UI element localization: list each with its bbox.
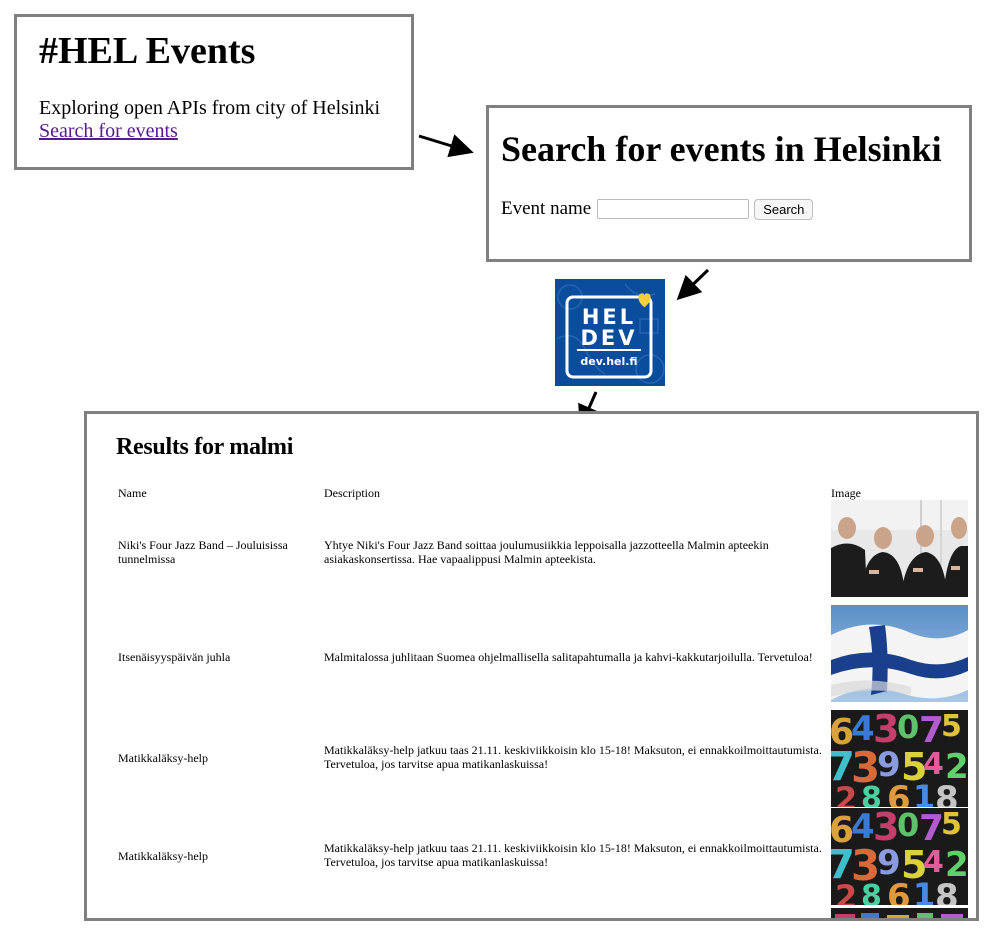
event-name: Matikkaläksy-help (118, 751, 208, 765)
svg-text:5: 5 (941, 710, 962, 744)
event-image-colorful-numbers-photo: 6 4 3 0 7 5 7 3 9 5 4 2 2 8 6 1 8 (831, 808, 968, 905)
results-page-panel: Results for malmi Name Description Image… (84, 411, 979, 921)
arrow-search-to-api (676, 268, 710, 301)
logo-text-hel: HEL (582, 305, 636, 329)
svg-text:2: 2 (835, 780, 857, 807)
search-button[interactable]: Search (754, 198, 814, 220)
event-name-label: Event name (501, 198, 592, 219)
svg-text:9: 9 (877, 843, 901, 883)
svg-text:3: 3 (851, 841, 880, 890)
svg-text:4: 4 (851, 808, 875, 847)
svg-text:0: 0 (897, 710, 919, 746)
svg-text:2: 2 (835, 878, 857, 905)
column-header-description: Description (324, 486, 380, 500)
home-page-panel: #HEL Events Exploring open APIs from cit… (14, 14, 414, 170)
heldev-logo: HEL DEV dev.hel.fi (555, 279, 665, 386)
svg-text:7: 7 (919, 710, 944, 751)
search-form: Event name Search (501, 198, 814, 220)
event-name: Itsenäisyyspäivän juhla (118, 650, 231, 664)
home-subtitle: Exploring open APIs from city of Helsink… (39, 97, 381, 119)
event-description: Matikkaläksy-help jatkuu taas 21.11. kes… (324, 841, 822, 869)
logo-url: dev.hel.fi (580, 355, 637, 368)
svg-text:3: 3 (851, 743, 880, 792)
svg-text:2: 2 (945, 747, 968, 787)
svg-text:1: 1 (913, 778, 935, 807)
svg-text:5: 5 (901, 745, 927, 789)
results-title: Results for malmi (116, 434, 294, 460)
svg-text:2: 2 (945, 845, 968, 885)
event-image-band-photo (831, 500, 968, 597)
search-page-panel: Search for events in Helsinki Event name… (486, 105, 972, 262)
svg-text:4: 4 (923, 845, 944, 880)
event-description: Malmitalossa juhlitaan Suomea ohjelmalli… (324, 650, 813, 664)
event-name: Niki's Four Jazz Band – Jouluisissa tunn… (118, 538, 288, 566)
svg-text:8: 8 (861, 879, 882, 905)
svg-text:7: 7 (919, 808, 944, 849)
arrow-home-to-search (418, 134, 474, 158)
table-row: Niki's Four Jazz Band – Jouluisissa tunn… (87, 500, 976, 600)
svg-text:6: 6 (831, 712, 854, 753)
svg-text:5: 5 (901, 843, 927, 887)
heart-icon (638, 293, 651, 308)
svg-text:8: 8 (861, 781, 882, 807)
event-image-colorful-numbers-photo (831, 908, 968, 918)
table-row: Matikkaläksy-help Matikkaläksy-help jatk… (87, 808, 976, 908)
event-description: Yhtye Niki's Four Jazz Band soittaa joul… (324, 538, 769, 566)
home-title: #HEL Events (39, 30, 256, 72)
svg-text:8: 8 (935, 877, 959, 905)
table-row: Itsenäisyyspäivän juhla Malmitalossa juh… (87, 605, 976, 705)
svg-text:8: 8 (935, 779, 959, 807)
svg-text:7: 7 (831, 744, 855, 790)
search-events-link[interactable]: Search for events (39, 120, 178, 142)
event-name-input[interactable] (597, 199, 750, 219)
table-row: Matikkaläksy-help Matikkaläksy-help jatk… (87, 710, 976, 810)
column-header-image: Image (831, 486, 861, 500)
svg-text:5: 5 (941, 808, 962, 842)
svg-text:3: 3 (873, 808, 899, 849)
logo-text-dev: DEV (580, 326, 637, 350)
svg-text:0: 0 (897, 808, 919, 844)
svg-text:4: 4 (851, 710, 875, 749)
svg-text:4: 4 (923, 747, 944, 782)
svg-text:9: 9 (877, 745, 901, 785)
event-image-finnish-flag-photo (831, 605, 968, 702)
search-title: Search for events in Helsinki (501, 129, 942, 169)
svg-text:1: 1 (913, 876, 935, 905)
svg-text:6: 6 (831, 810, 854, 851)
svg-text:7: 7 (831, 842, 855, 888)
column-header-name: Name (118, 486, 147, 500)
event-description: Matikkaläksy-help jatkuu taas 21.11. kes… (324, 743, 822, 771)
svg-text:6: 6 (887, 877, 911, 905)
event-image-colorful-numbers-photo: 6 4 3 0 7 5 7 3 9 5 4 2 2 8 6 1 8 (831, 710, 968, 807)
event-name: Matikkaläksy-help (118, 849, 208, 863)
svg-text:6: 6 (887, 779, 911, 807)
svg-text:3: 3 (873, 710, 899, 751)
heldev-logo-graphic: HEL DEV dev.hel.fi (556, 283, 665, 384)
